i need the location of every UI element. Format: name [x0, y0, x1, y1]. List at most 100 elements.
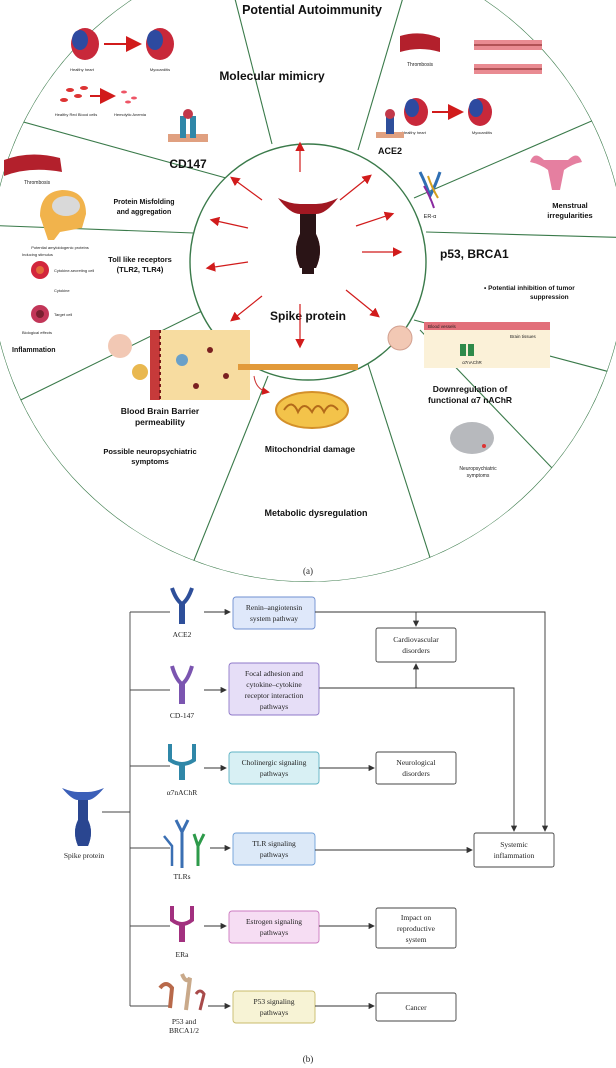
pathway-cholinergic-2: pathways: [260, 769, 288, 778]
segment-protein-misfolding-2: and aggregation: [117, 209, 171, 216]
cytokine-cell-icon: [31, 261, 49, 323]
outcome-systemic-1: Systemic: [500, 840, 528, 849]
receptor-nachr-icon: [168, 744, 196, 780]
segment-menstrual-1: Menstrual: [552, 201, 587, 210]
blood-brain-barrier-icon: [108, 330, 250, 400]
spike-label-b: Spike protein: [64, 851, 104, 860]
pathway-tlr-1: TLR signaling: [252, 839, 296, 848]
spike-protein-b-icon: [62, 788, 104, 846]
era-label: ER-α: [424, 214, 437, 220]
pathway-box-p53: [232, 990, 316, 1024]
nachr-vessel-label: Blood vessels: [428, 324, 457, 329]
outcome-repro-3: system: [406, 935, 427, 944]
pathway-p53-2: pathways: [260, 1008, 288, 1017]
heart-left-label-1: Healthy heart: [70, 67, 95, 72]
outcome-repro-1: Impact on: [401, 913, 431, 922]
pathway-tlr-2: pathways: [260, 850, 288, 859]
outcome-neuro-1: Neurological: [396, 758, 435, 767]
mitochondria-icon: [238, 364, 358, 429]
receptor-p53-icon: [158, 973, 206, 1011]
outcome-box-neuro: [375, 751, 457, 785]
outcome-box-systemic: [473, 832, 555, 868]
receptor-ace2-icon: [170, 587, 194, 624]
pathway-box-ras: [232, 596, 316, 630]
segment-nachr-1: Downregulation of: [433, 384, 508, 394]
pathway-ras-2: system pathway: [250, 614, 298, 623]
outcome-box-cancer: [375, 992, 457, 1022]
inflam-cell-label: Cytokine-secreting cell: [54, 268, 94, 273]
receptor-label-p53-1: P53 and: [172, 1017, 197, 1026]
radial-arrows: [205, 141, 403, 349]
thrombosis-right-icon: [400, 33, 542, 74]
inflam-stimulus-label: Inducing stimulus: [22, 252, 53, 257]
segment-nachr-2: functional α7 nAChR: [428, 395, 512, 405]
segment-neuro-2: symptoms: [131, 457, 169, 466]
segment-metabolic: Metabolic dysregulation: [264, 508, 367, 518]
cd147-receptor-icon: [168, 109, 208, 142]
pathway-focal-3: receptor interaction: [245, 691, 304, 700]
center-label: Spike protein: [270, 309, 346, 323]
inflam-effects-label: Biological effects: [22, 330, 52, 335]
outcome-repro-2: reproductive: [397, 924, 436, 933]
segment-toll-1: Toll like receptors: [108, 255, 172, 264]
pathway-estrogen-2: pathways: [260, 928, 288, 937]
neuropsych-label-1: Neuropsychiatric: [459, 466, 497, 472]
receptor-arrows: [204, 608, 231, 1010]
outcome-systemic-2: inflammation: [494, 851, 535, 860]
thrombosis-left-icon: [4, 154, 62, 176]
receptor-label-tlrs: TLRs: [173, 872, 190, 881]
outcome-cardio-2: disorders: [402, 646, 430, 655]
heart-myocarditis-left-icon: [71, 28, 174, 60]
segment-autoimmunity: Potential Autoimmunity: [242, 3, 382, 17]
rbc-label-2: Hemolytic Anemia: [114, 112, 147, 117]
receptor-label-era: ERa: [176, 950, 190, 959]
heart-myocarditis-right-icon: [404, 98, 492, 126]
segment-neuro-1: Possible neuropsychiatric: [103, 447, 196, 456]
outcome-cancer: Cancer: [405, 1003, 427, 1012]
segment-ace2: ACE2: [378, 146, 402, 156]
panel-b-flowchart: Spike protein: [62, 587, 555, 1064]
segment-p53: p53, BRCA1: [440, 247, 509, 261]
spike-protein-icon: [278, 198, 338, 274]
pathway-focal-2: cytokine–cytokine: [246, 680, 302, 689]
heart-right-label-2: Myocarditis: [472, 130, 492, 135]
protein-misfolding-caption: Potential amyloidogenic proteins: [31, 245, 89, 250]
uterus-icon: [530, 155, 582, 190]
thrombosis-left-label: Thrombosis: [24, 180, 51, 186]
receptor-label-cd147: CD-147: [170, 711, 194, 720]
tree-connectors: [102, 611, 170, 1007]
pathway-cholinergic-1: Cholinergic signaling: [242, 758, 307, 767]
brain-head-icon: [40, 190, 86, 240]
pathway-p53-1: P53 signaling: [253, 997, 294, 1006]
panel-b-caption: (b): [303, 1054, 314, 1064]
receptor-cd147-icon: [170, 665, 194, 704]
pathway-box-cholinergic: [228, 751, 320, 785]
thrombosis-right-label: Thrombosis: [407, 62, 434, 68]
inflam-target-label: Target cell: [54, 312, 72, 317]
ace2-receptor-icon: [376, 109, 404, 138]
segment-menstrual-2: irregularities: [547, 211, 592, 220]
receptor-label-p53-2: BRCA1/2: [169, 1026, 199, 1035]
segment-inflammation: Inflammation: [12, 347, 56, 354]
outcome-neuro-2: disorders: [402, 769, 430, 778]
outcome-cardio-1: Cardiovascular: [393, 635, 439, 644]
segment-bbb-2: permeability: [135, 417, 185, 427]
pathway-ras-1: Renin–angiotensin: [246, 603, 302, 612]
neuropsychiatric-brain-icon: [450, 422, 494, 454]
rbc-label-1: Healthy Red Blood cells: [55, 112, 97, 117]
nachr-brain-label: Brain tissues: [510, 334, 537, 339]
receptor-era-icon: [170, 906, 194, 942]
nachr-panel-icon: [387, 322, 550, 368]
segment-cd147: CD147: [169, 157, 207, 171]
pathway-focal-4: pathways: [260, 702, 288, 711]
receptor-label-nachr: α7nAChR: [167, 788, 198, 797]
pathway-box-estrogen: [228, 910, 320, 944]
receptor-tlrs-icon: [163, 819, 206, 868]
segment-mito: Mitochondrial damage: [265, 444, 355, 454]
segment-tumor: • Potential inhibition of tumor: [484, 285, 575, 292]
segment-molecular-mimicry: Molecular mimicry: [219, 69, 325, 83]
inflam-cytokine-label: Cytokine: [54, 288, 70, 293]
segment-protein-misfolding-1: Protein Misfolding: [113, 199, 174, 206]
red-blood-cells-icon: [60, 86, 137, 104]
panel-a-wheel: Spike protein Potential Autoimmunity Hea…: [0, 0, 616, 582]
